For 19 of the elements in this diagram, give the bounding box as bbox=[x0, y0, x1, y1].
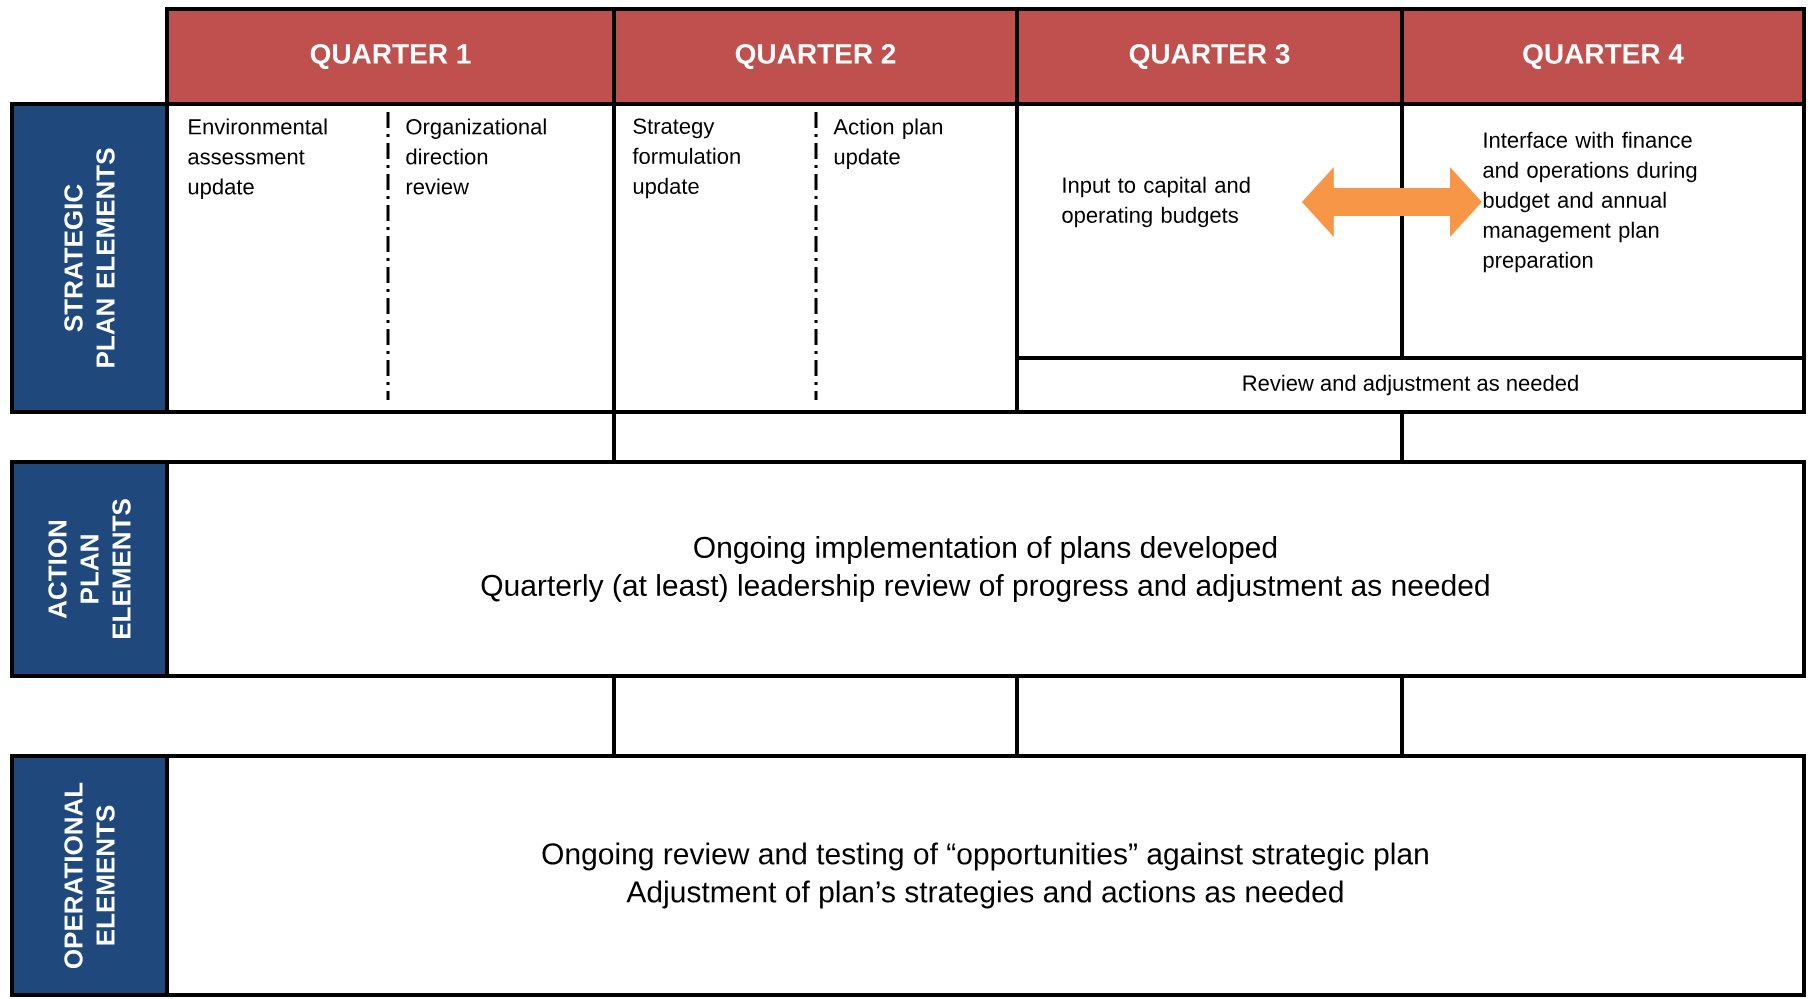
table-cell: Ongoing implementation of plans developed Quarterly (at least) leadership review of progress and adjustment as needed bbox=[165, 460, 1806, 678]
header-cell: QUARTER 4 bbox=[1400, 7, 1806, 106]
table-cell: Strategy formulation update Action plan update bbox=[612, 102, 1019, 414]
connector-line bbox=[1015, 678, 1019, 754]
row-label: ACTION PLAN ELEMENTS bbox=[10, 460, 169, 678]
table-cell: Environmental assessment update Organizational direction review bbox=[165, 102, 616, 414]
header-cell: QUARTER 2 bbox=[612, 7, 1019, 106]
connector-line bbox=[1400, 414, 1404, 460]
connector-line bbox=[1400, 678, 1404, 754]
body-text: Interface with finance and operations during budget and annual management plan preparation bbox=[1483, 131, 1697, 273]
row-label: OPERATIONAL ELEMENTS bbox=[10, 754, 169, 997]
body-text: Input to capital and operating budgets bbox=[1062, 176, 1250, 228]
table-cell: Review and adjustment as needed bbox=[1015, 356, 1806, 414]
connector-line bbox=[612, 678, 616, 754]
table-cell: Ongoing review and testing of “opportunities” against strategic plan Adjustment of plan’s strategies and actions as needed bbox=[165, 754, 1806, 997]
header-cell: QUARTER 3 bbox=[1015, 7, 1404, 106]
header-cell: QUARTER 1 bbox=[165, 7, 616, 106]
row-label: STRATEGIC PLAN ELEMENTS bbox=[10, 102, 169, 414]
connector-line bbox=[612, 414, 616, 460]
